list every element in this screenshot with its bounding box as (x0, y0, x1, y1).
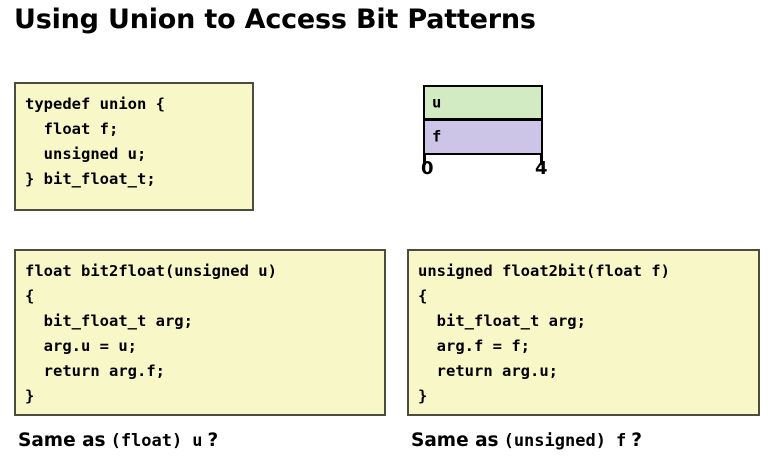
caption-left: Same as(float) u? (18, 430, 219, 451)
code-block-typedef-union: typedef union { float f; unsigned u; } b… (14, 82, 254, 211)
code-block-float2bit: unsigned float2bit(float f) { bit_float_… (407, 249, 760, 416)
caption-left-prefix: Same as (18, 430, 106, 451)
memory-cell-f: f (423, 120, 543, 155)
code-block-bit2float: float bit2float(unsigned u) { bit_float_… (14, 249, 386, 416)
memory-cell-f-label: f (432, 127, 442, 146)
memory-layout-diagram: u f (423, 85, 543, 165)
caption-right-cast: (unsigned) (503, 431, 606, 451)
caption-left-cast: (float) (110, 431, 183, 451)
axis-tick-start (423, 155, 426, 165)
code-text-float2bit: unsigned float2bit(float f) { bit_float_… (418, 262, 670, 405)
caption-right-arg: f (615, 431, 627, 451)
code-text-typedef-union: typedef union { float f; unsigned u; } b… (25, 95, 165, 188)
axis-label-start: 0 (421, 158, 434, 179)
page-title: Using Union to Access Bit Patterns (14, 4, 536, 35)
memory-cell-u: u (423, 85, 543, 120)
caption-right: Same as(unsigned) f? (411, 430, 642, 451)
caption-left-arg: u (192, 431, 203, 451)
caption-left-suffix: ? (207, 430, 219, 451)
memory-cell-u-label: u (432, 92, 442, 111)
caption-right-prefix: Same as (411, 430, 499, 451)
axis-tick-end (540, 155, 543, 165)
axis-label-end: 4 (535, 158, 548, 179)
code-text-bit2float: float bit2float(unsigned u) { bit_float_… (25, 262, 277, 405)
caption-right-suffix: ? (631, 430, 642, 451)
